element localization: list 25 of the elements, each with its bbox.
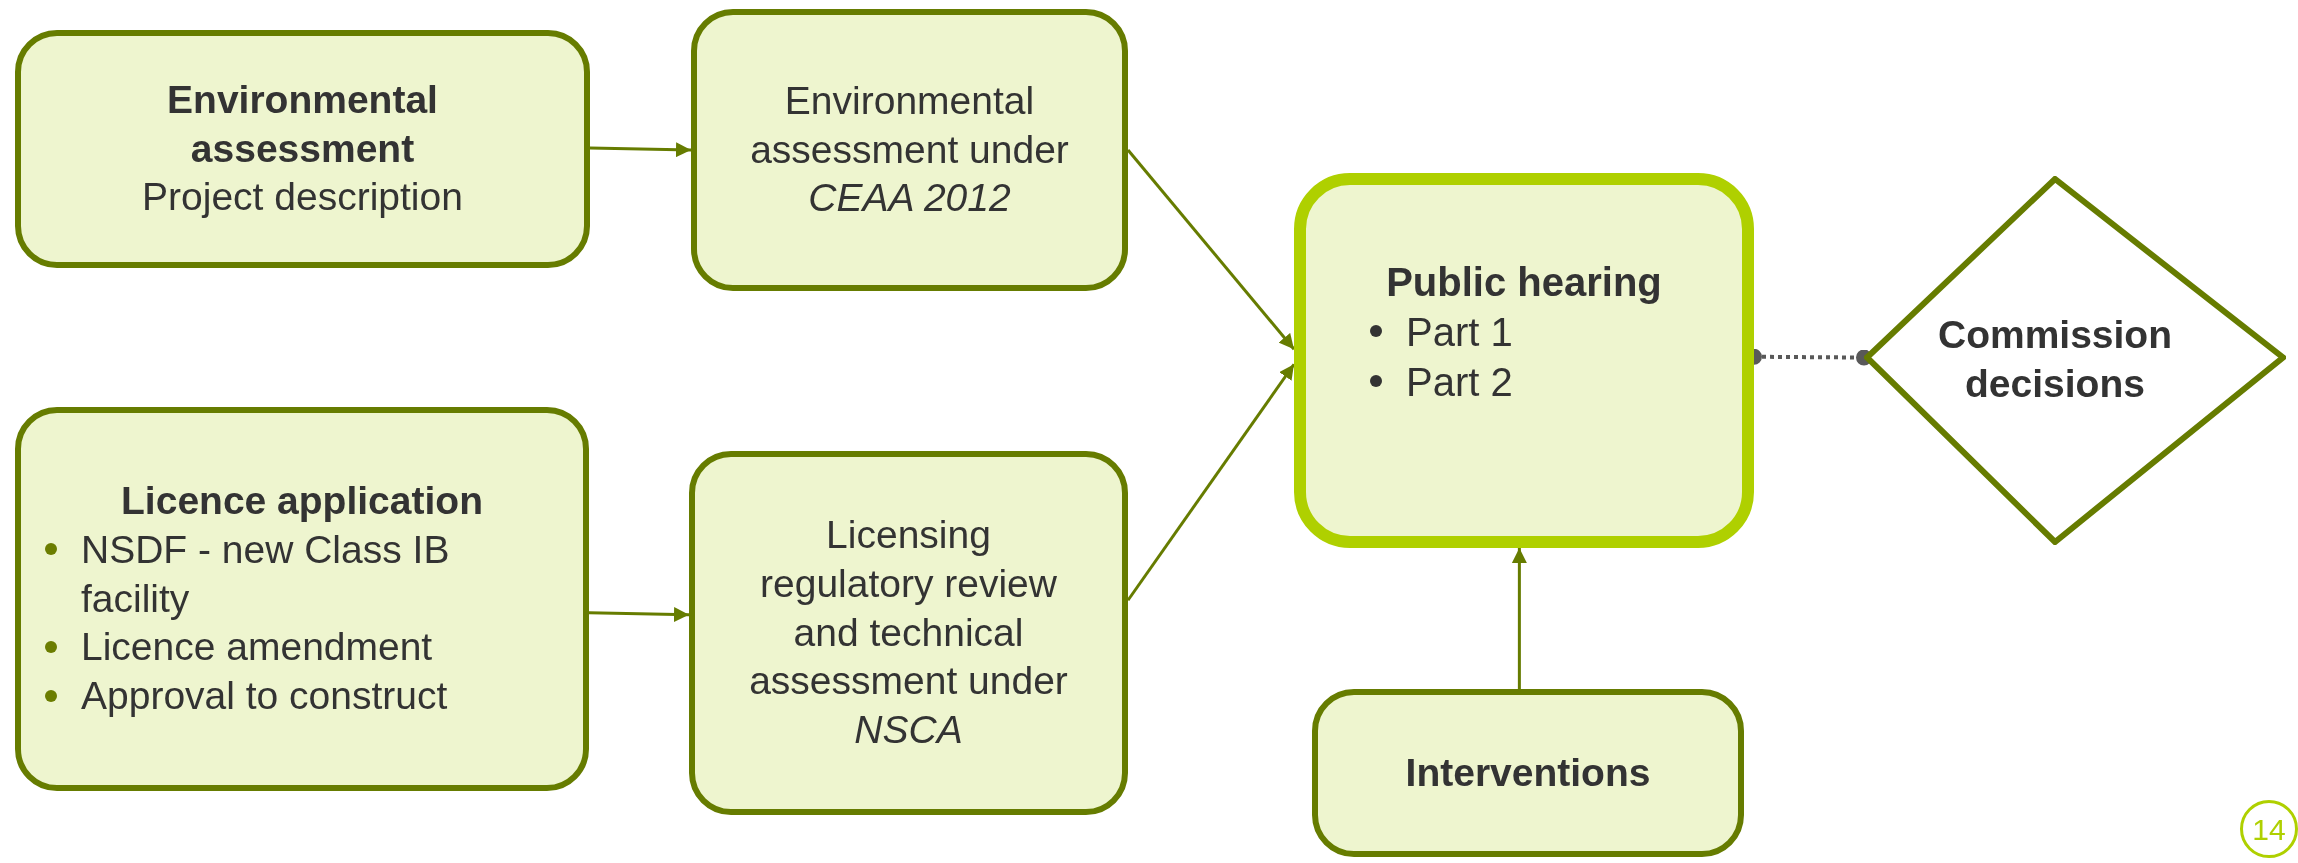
process-box (691, 9, 1128, 291)
arrow (588, 607, 690, 622)
bullet-item: Approval to construct (81, 673, 448, 720)
heading-text: Interventions (1405, 749, 1651, 796)
arrow (1126, 363, 1296, 602)
process-box (1312, 689, 1744, 857)
body-text: Project description (142, 174, 463, 221)
bullet-item: NSDF - new Class IB facility (81, 526, 451, 622)
process-box (15, 407, 589, 791)
heading-text: Public hearing (1386, 259, 1662, 306)
bullet-item: Licence amendment (81, 624, 433, 671)
arrow (1511, 548, 1527, 689)
body-text: Licensing regulatory review and technical assessment under NSCA (748, 512, 1069, 754)
heading-text: Environmental assessment (166, 76, 439, 172)
page-number: 14 (2240, 800, 2298, 858)
heading-text: Commission decisions (1936, 312, 2173, 407)
heading-text: Licence application (121, 478, 483, 525)
body-text: Environmental assessment under CEAA 2012 (749, 77, 1070, 222)
process-box (15, 30, 590, 268)
bullet-item: Part 2 (1406, 359, 1513, 406)
hearing-box (1294, 173, 1754, 548)
process-box (689, 451, 1128, 815)
bullet-item: Part 1 (1406, 309, 1513, 356)
arrow (589, 142, 692, 158)
arrow (1126, 149, 1296, 351)
